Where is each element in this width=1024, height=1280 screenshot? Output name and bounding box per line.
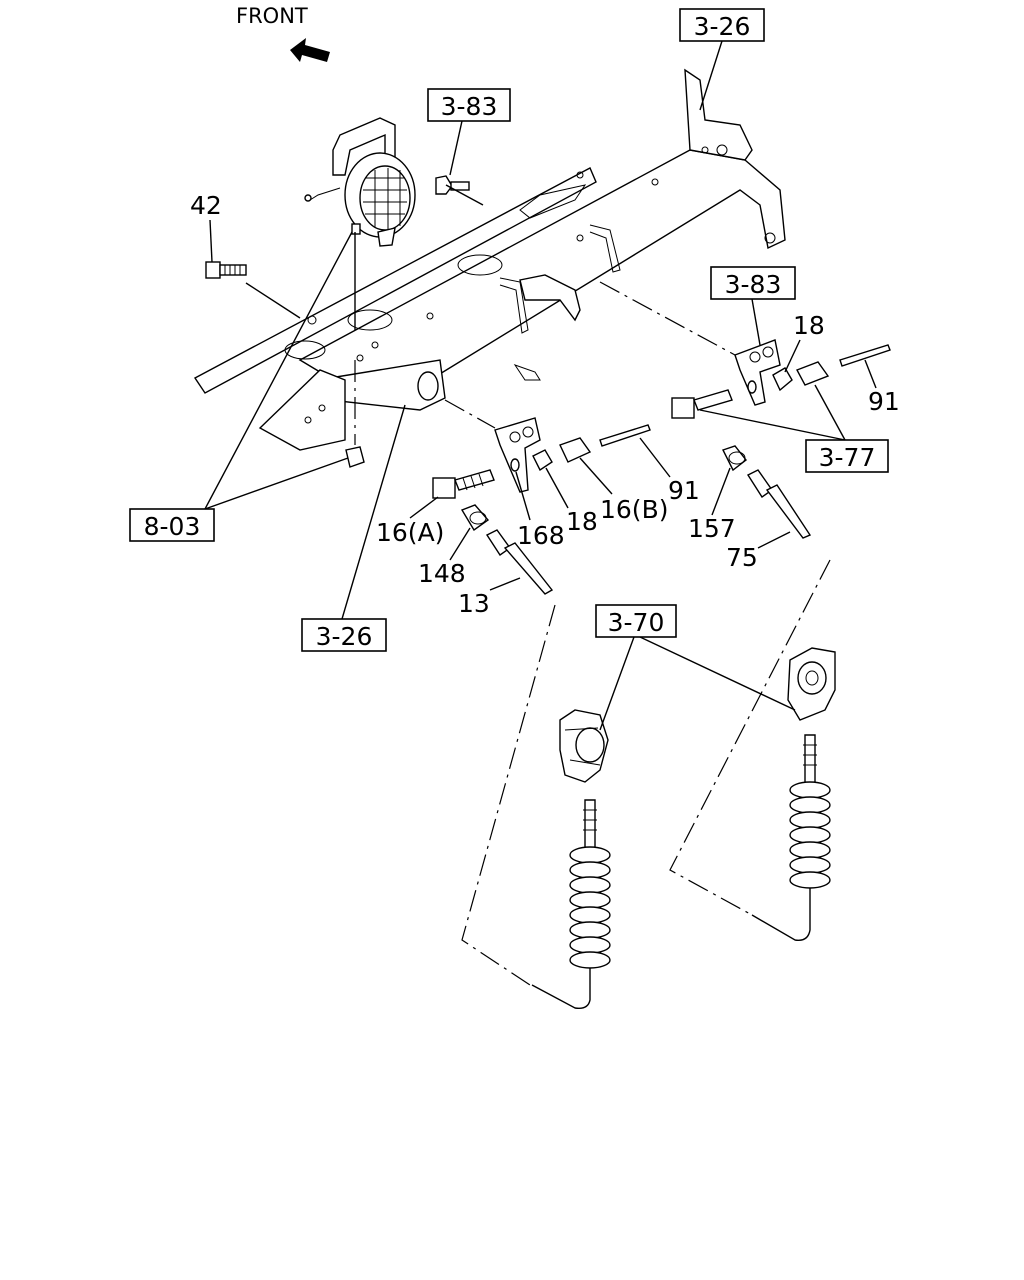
coupling-head-left [559,709,609,783]
coil-hose-left [531,799,611,1010]
part-label-42: 42 [190,191,222,220]
ref-box-3-77: 3-77 [805,439,889,473]
part-label-18-right: 18 [793,311,825,340]
part-label-75: 75 [726,543,758,572]
pipe-13 [461,529,556,986]
part-label-168: 168 [517,521,565,550]
part-label-91-right: 91 [868,387,900,416]
svg-text:3-83: 3-83 [441,92,498,121]
part-label-16b: 16(B) [600,495,668,524]
ref-box-3-83-top: 3-83 [427,88,511,122]
nut-lamp [345,446,365,468]
bolt-42 [205,261,301,319]
ref-box-3-83-right: 3-83 [710,266,796,300]
svg-text:3-83: 3-83 [725,270,782,299]
ref-box-3-70: 3-70 [595,604,677,638]
svg-text:3-77: 3-77 [819,443,876,472]
ref-box-3-26-bottom: 3-26 [301,618,387,652]
ref-box-3-26-top: 3-26 [679,8,765,42]
front-arrow-icon [290,38,330,62]
svg-text:3-26: 3-26 [694,12,751,41]
coupling-head-right [787,647,836,721]
coil-hose-right [751,734,831,941]
bolt-top [435,175,484,206]
work-lamp [304,117,416,247]
part-label-157: 157 [688,514,736,543]
svg-text:3-70: 3-70 [608,608,665,637]
part-label-16a: 16(A) [376,518,444,547]
bracket-left-assembly [432,399,651,499]
pipe-75 [669,469,831,916]
bracket-right-assembly [599,281,891,419]
svg-text:3-26: 3-26 [316,622,373,651]
front-label: FRONT [236,4,308,28]
fitting-148 [460,504,490,532]
part-label-148: 148 [418,559,466,588]
frame-crossmember [193,68,786,451]
ref-box-8-03: 8-03 [129,508,215,542]
svg-text:8-03: 8-03 [144,512,201,541]
part-label-13: 13 [458,589,490,618]
fitting-157 [722,445,747,472]
part-label-91-mid: 91 [668,476,700,505]
part-label-18-mid: 18 [566,507,598,536]
